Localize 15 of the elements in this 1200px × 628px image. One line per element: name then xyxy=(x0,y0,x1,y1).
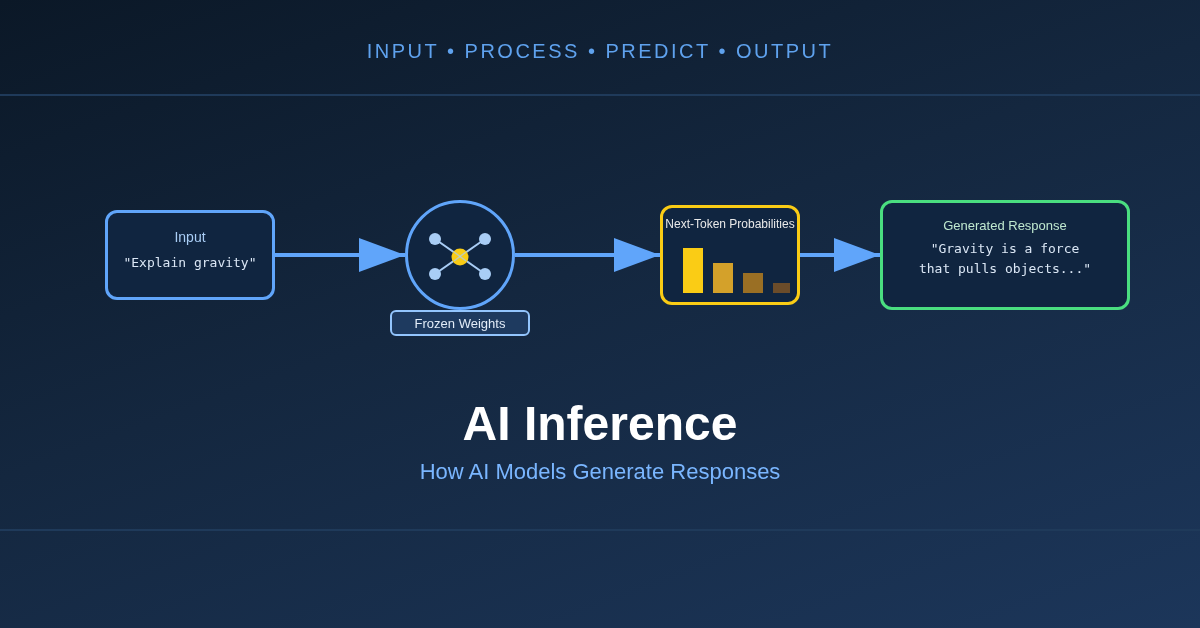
tagline: INPUT • PROCESS • PREDICT • OUTPUT xyxy=(365,40,835,63)
arrow xyxy=(515,238,660,272)
box-heading: Input xyxy=(174,229,206,245)
box-heading: Generated Response xyxy=(943,218,1067,233)
title: AI Inference xyxy=(461,396,739,451)
arrow xyxy=(800,238,880,272)
caption-tag: Frozen Weights xyxy=(390,310,530,336)
box-heading: Next-Token Probabilities xyxy=(665,217,795,231)
process-box xyxy=(880,200,1130,310)
response-text: "Gravity is a force that pulls objects..." xyxy=(917,240,1093,278)
process-box xyxy=(105,210,275,300)
arrow xyxy=(275,238,405,272)
prompt-text: "Explain gravity" xyxy=(122,254,258,272)
subtitle: How AI Models Generate Responses xyxy=(418,459,782,485)
process-box xyxy=(660,205,800,305)
